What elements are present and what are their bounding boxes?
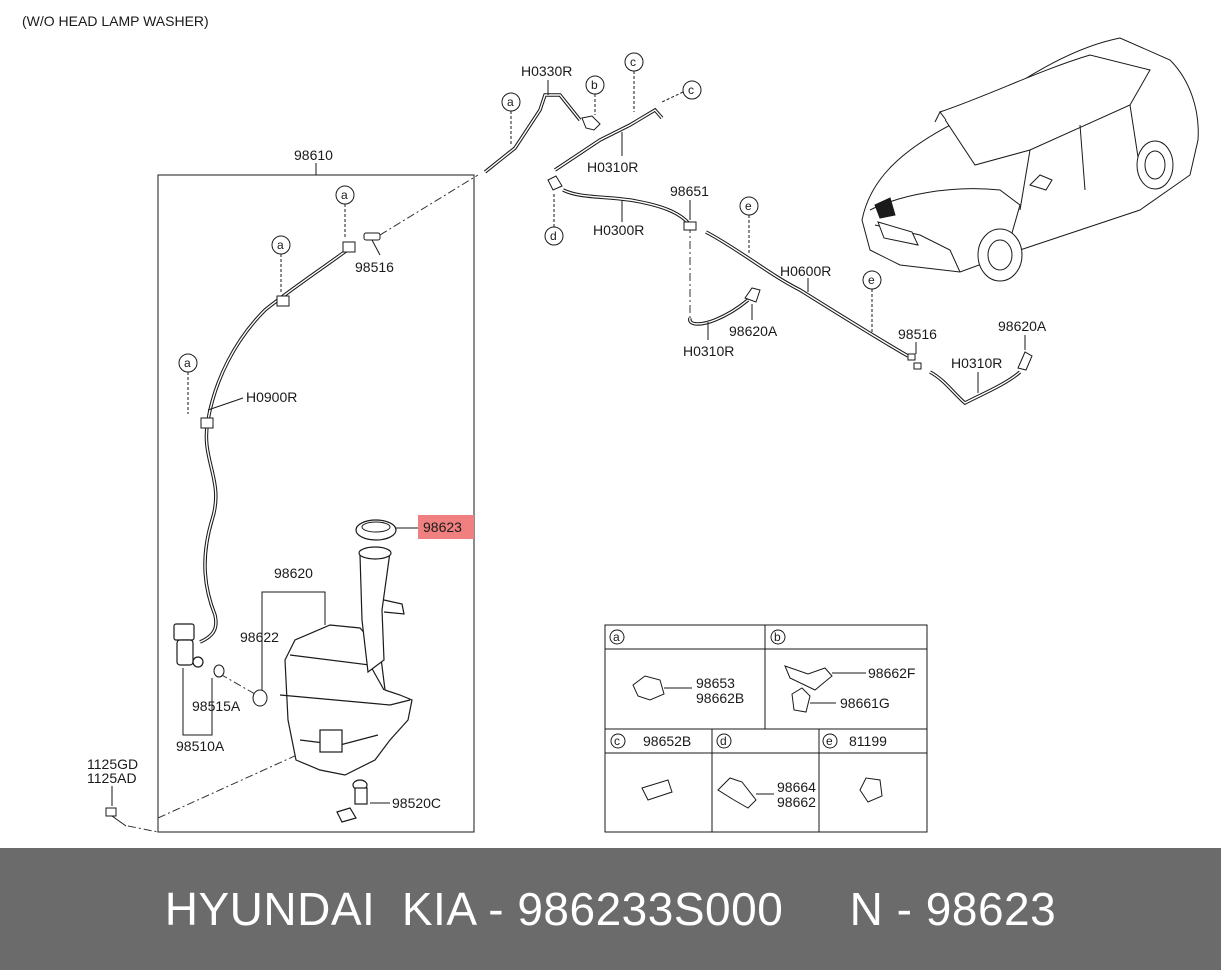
highlight-98623	[418, 515, 474, 539]
label-h0310r-top: H0310R	[587, 159, 638, 175]
hose-clip-a2	[276, 295, 290, 307]
svg-text:c: c	[688, 83, 694, 97]
hose-h0330r-core	[484, 94, 581, 173]
callout-d: d	[544, 192, 564, 246]
grommet-98622	[252, 689, 268, 707]
legend-c-part: 98652B	[643, 733, 691, 749]
label-98510a: 98510A	[176, 738, 225, 754]
legend-d-part-2: 98662	[777, 794, 816, 810]
label-98651: 98651	[670, 183, 709, 199]
bolt-1125gd	[105, 807, 127, 827]
label-h0310r-mid: H0310R	[683, 343, 734, 359]
label-h0900r: H0900R	[246, 389, 297, 405]
footer-bar: HYUNDAI KIA - 986233S000 N - 98623	[0, 848, 1221, 970]
svg-text:e: e	[745, 199, 752, 213]
legend-b-part-1: 98662F	[868, 665, 915, 681]
label-1125ad: 1125AD	[87, 770, 137, 786]
legend-a-part-2: 98662B	[696, 690, 744, 706]
callout-e-1: e	[739, 196, 759, 255]
hose-h0600r-core	[705, 231, 909, 357]
svg-text:a: a	[341, 188, 348, 202]
svg-text:a: a	[277, 238, 284, 252]
hose-h0310r-right-core	[929, 371, 1021, 404]
label-98620: 98620	[274, 565, 313, 581]
nozzle-98620a-mid	[744, 287, 761, 303]
reservoir-tank-98620	[279, 546, 413, 776]
svg-text:c: c	[614, 734, 620, 748]
hose-clip-a1	[342, 241, 356, 253]
label-h0300r: H0300R	[593, 222, 644, 238]
svg-text:d: d	[550, 229, 557, 243]
callout-a-1: a	[335, 185, 355, 238]
leader-98620	[261, 591, 326, 700]
legend-cell-c: c 98652B	[610, 733, 691, 801]
label-h0310r-right: H0310R	[951, 355, 1002, 371]
hose-h0310r-mid	[688, 298, 750, 326]
label-98620a-right: 98620A	[998, 318, 1047, 334]
label-98520c: 98520C	[392, 795, 441, 811]
legend-cell-e: e 81199	[822, 733, 887, 803]
hose-h0300r-core	[562, 189, 691, 226]
cap-98623	[355, 519, 418, 541]
legend-e-part: 81199	[849, 733, 887, 749]
label-h0330r: H0330R	[521, 63, 572, 79]
legend-b-part-2: 98661G	[840, 695, 890, 711]
label-98622: 98622	[240, 629, 279, 645]
nozzle-98620a-right	[1017, 351, 1033, 371]
connector-b-top	[581, 115, 601, 131]
svg-text:d: d	[720, 734, 727, 748]
legend-d-part-1: 98664	[777, 779, 816, 795]
callout-a-2: a	[271, 235, 291, 292]
callout-a-3: a	[178, 353, 198, 414]
svg-text:b: b	[591, 78, 598, 92]
hose-h0310r-mid-core	[689, 299, 749, 325]
leader-h0900r	[207, 397, 244, 411]
dash-dot-lines	[127, 174, 691, 833]
hose-h0310r-top-core	[554, 109, 663, 171]
sensor-98520c	[336, 779, 368, 823]
footer-part-number: HYUNDAI KIA - 986233S000 N - 98623	[164, 883, 1057, 935]
legend-cell-b: b 98662F 98661G	[770, 629, 915, 713]
legend-a-part-1: 98653	[696, 675, 735, 691]
assembly-label-98610: 98610	[294, 147, 333, 163]
label-98516-right: 98516	[898, 326, 937, 342]
svg-text:e: e	[826, 734, 833, 748]
label-98620a-mid: 98620A	[729, 323, 778, 339]
hose-clip-a3	[200, 417, 214, 429]
legend-cell-a: a 98653 98662B	[609, 629, 744, 706]
connector-98516-left	[363, 232, 381, 256]
label-98623: 98623	[423, 519, 462, 535]
svg-text:a: a	[184, 356, 191, 370]
callout-c-top: c	[624, 52, 644, 112]
svg-text:b: b	[774, 630, 781, 644]
svg-text:a: a	[613, 630, 620, 644]
legend-table	[604, 624, 928, 833]
connector-98651	[683, 221, 697, 231]
callout-e-2: e	[862, 270, 882, 332]
svg-text:a: a	[507, 95, 514, 109]
label-98515a: 98515A	[192, 698, 241, 714]
header-note: (W/O HEAD LAMP WASHER)	[22, 13, 209, 29]
svg-text:e: e	[868, 273, 875, 287]
hose-h0900r	[199, 246, 352, 644]
label-98516-left: 98516	[355, 259, 394, 275]
callout-c-right: c	[661, 80, 702, 103]
hose-h0900r-core	[199, 247, 351, 643]
seal-98515a	[213, 664, 225, 678]
callout-b-top: b	[585, 75, 605, 115]
vehicle-illustration	[861, 37, 1199, 282]
label-1125gd: 1125GD	[87, 756, 138, 772]
legend-cell-d: d 98664 98662	[716, 733, 816, 810]
connector-98516-right	[907, 353, 922, 370]
label-h0600r: H0600R	[780, 263, 831, 279]
nozzle-d	[547, 175, 563, 191]
parts-diagram: (W/O HEAD LAMP WASHER) 98610 98516 H0900…	[22, 13, 1199, 833]
svg-text:c: c	[630, 55, 636, 69]
leader-98510a	[182, 668, 213, 736]
pump-98510a	[173, 623, 204, 668]
callout-a-top: a	[501, 92, 521, 145]
